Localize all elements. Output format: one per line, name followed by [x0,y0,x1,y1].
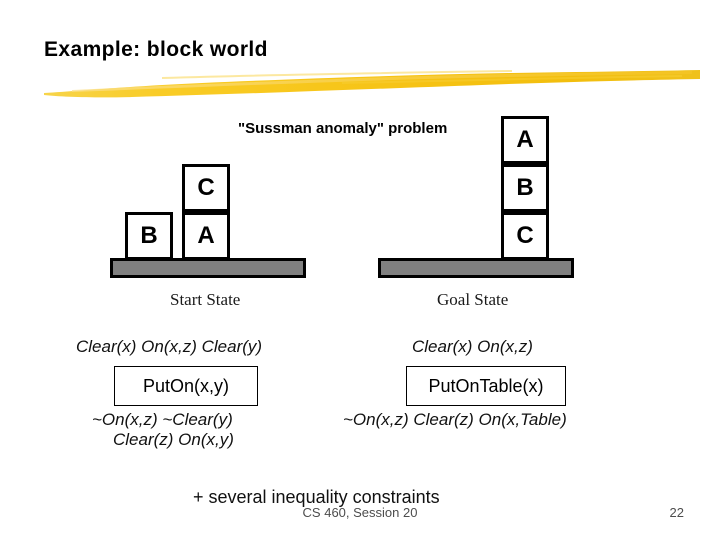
goal-state-table [378,258,574,278]
footer-page-number: 22 [669,505,684,520]
goal-state-label: Goal State [437,290,509,309]
start-block-b: B [125,212,173,260]
put-on-table-effects-line-1: ~On(x,z) Clear(z) On(x,Table) [343,410,567,429]
goal-block-a: A [501,116,549,164]
brush-stroke-underline [42,66,702,102]
start-state-label: Start State [170,290,241,309]
start-block-a: A [182,212,230,260]
put-on-action-box: PutOn(x,y) [114,366,258,406]
put-on-table-action-box: PutOnTable(x) [406,366,566,406]
goal-block-b: B [501,164,549,212]
figure-heading: "Sussman anomaly" problem [238,120,448,137]
put-on-table-preconditions: Clear(x) On(x,z) [412,337,533,356]
inequality-constraints-note: + several inequality constraints [193,487,440,507]
footer-session-text: CS 460, Session 20 [302,505,418,520]
start-block-c: C [182,164,230,212]
page-title: Example: block world [44,38,268,61]
put-on-effects-line-2: Clear(z) On(x,y) [113,430,234,449]
put-on-effects-line-1: ~On(x,z) ~Clear(y) [92,410,233,429]
block-world-figure: "Sussman anomaly" problem B C A Start St… [0,108,720,508]
put-on-preconditions: Clear(x) On(x,z) Clear(y) [76,337,263,356]
goal-block-c: C [501,212,549,260]
start-state-table [110,258,306,278]
